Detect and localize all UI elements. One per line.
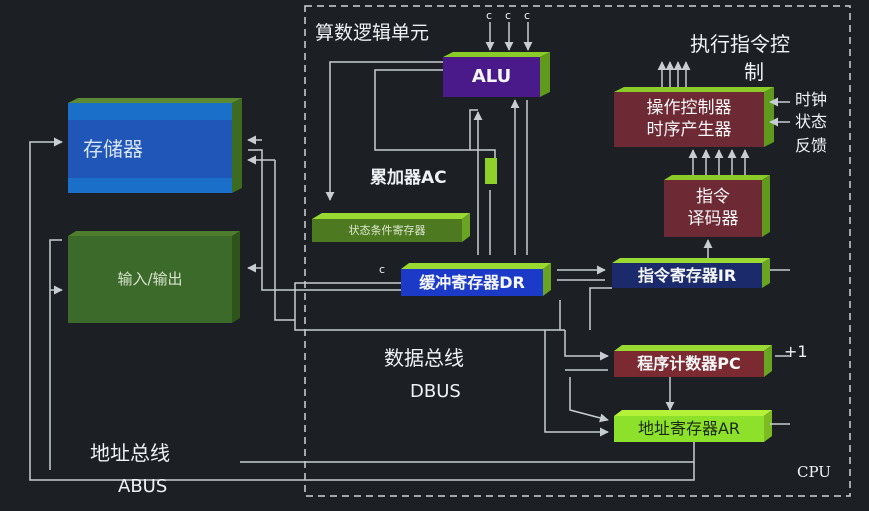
- op-controller-label: 操作控制器 时序产生器: [614, 92, 764, 147]
- memory-block: [68, 98, 242, 193]
- control-group-title-line1: 执行指令控: [690, 32, 790, 56]
- instruction-register-block: [612, 258, 770, 288]
- feedback-label: 反馈: [795, 136, 828, 155]
- c-label-alu-1: c: [486, 9, 493, 22]
- op-controller-line1: 操作控制器: [646, 98, 732, 119]
- clock-label: 时钟: [795, 90, 828, 109]
- c-label-dr: c: [379, 263, 386, 276]
- memory-label: 存储器: [83, 136, 143, 161]
- alu-label: ALU: [471, 65, 512, 87]
- accumulator-block: [485, 158, 497, 184]
- c-label-alu-3: c: [524, 9, 531, 22]
- op-controller-block: [614, 87, 774, 147]
- buffer-register-block: [401, 263, 551, 296]
- io-label: 输入/输出: [117, 270, 183, 289]
- address-bus-en-label: ABUS: [118, 476, 168, 497]
- control-group-title-line2: 制: [744, 60, 764, 84]
- io-block: [68, 231, 240, 323]
- buffer-register-label: 缓冲寄存器DR: [419, 272, 525, 292]
- wiring: [29, 22, 790, 481]
- program-counter-label: 程序计数器PC: [637, 354, 741, 373]
- decoder-line1: 指令: [696, 187, 730, 208]
- address-register-block: [614, 410, 772, 442]
- instruction-register-label: 指令寄存器IR: [637, 265, 737, 285]
- status-label: 状态: [795, 112, 828, 131]
- cpu-boundary: [304, 5, 851, 497]
- status-register-label: 状态条件寄存器: [348, 223, 426, 237]
- c-label-alu-2: c: [505, 9, 512, 22]
- decoder-line2: 译码器: [687, 208, 739, 229]
- decoder-block: [664, 175, 770, 237]
- status-register-block: [312, 213, 470, 242]
- cpu-label: CPU: [797, 463, 831, 481]
- decoder-label: 指令 译码器: [664, 180, 762, 237]
- alu-group-title: 算数逻辑单元: [315, 22, 430, 44]
- op-controller-line2: 时序产生器: [646, 119, 732, 140]
- data-bus-en-label: DBUS: [410, 381, 461, 402]
- alu-block: [443, 52, 550, 97]
- accumulator-label: 累加器AC: [370, 168, 447, 188]
- data-bus-cn-label: 数据总线: [384, 346, 464, 370]
- address-bus-cn-label: 地址总线: [90, 441, 170, 465]
- program-counter-block: [614, 345, 772, 377]
- plus-one-label: +1: [784, 342, 808, 361]
- address-register-label: 地址寄存器AR: [637, 419, 741, 438]
